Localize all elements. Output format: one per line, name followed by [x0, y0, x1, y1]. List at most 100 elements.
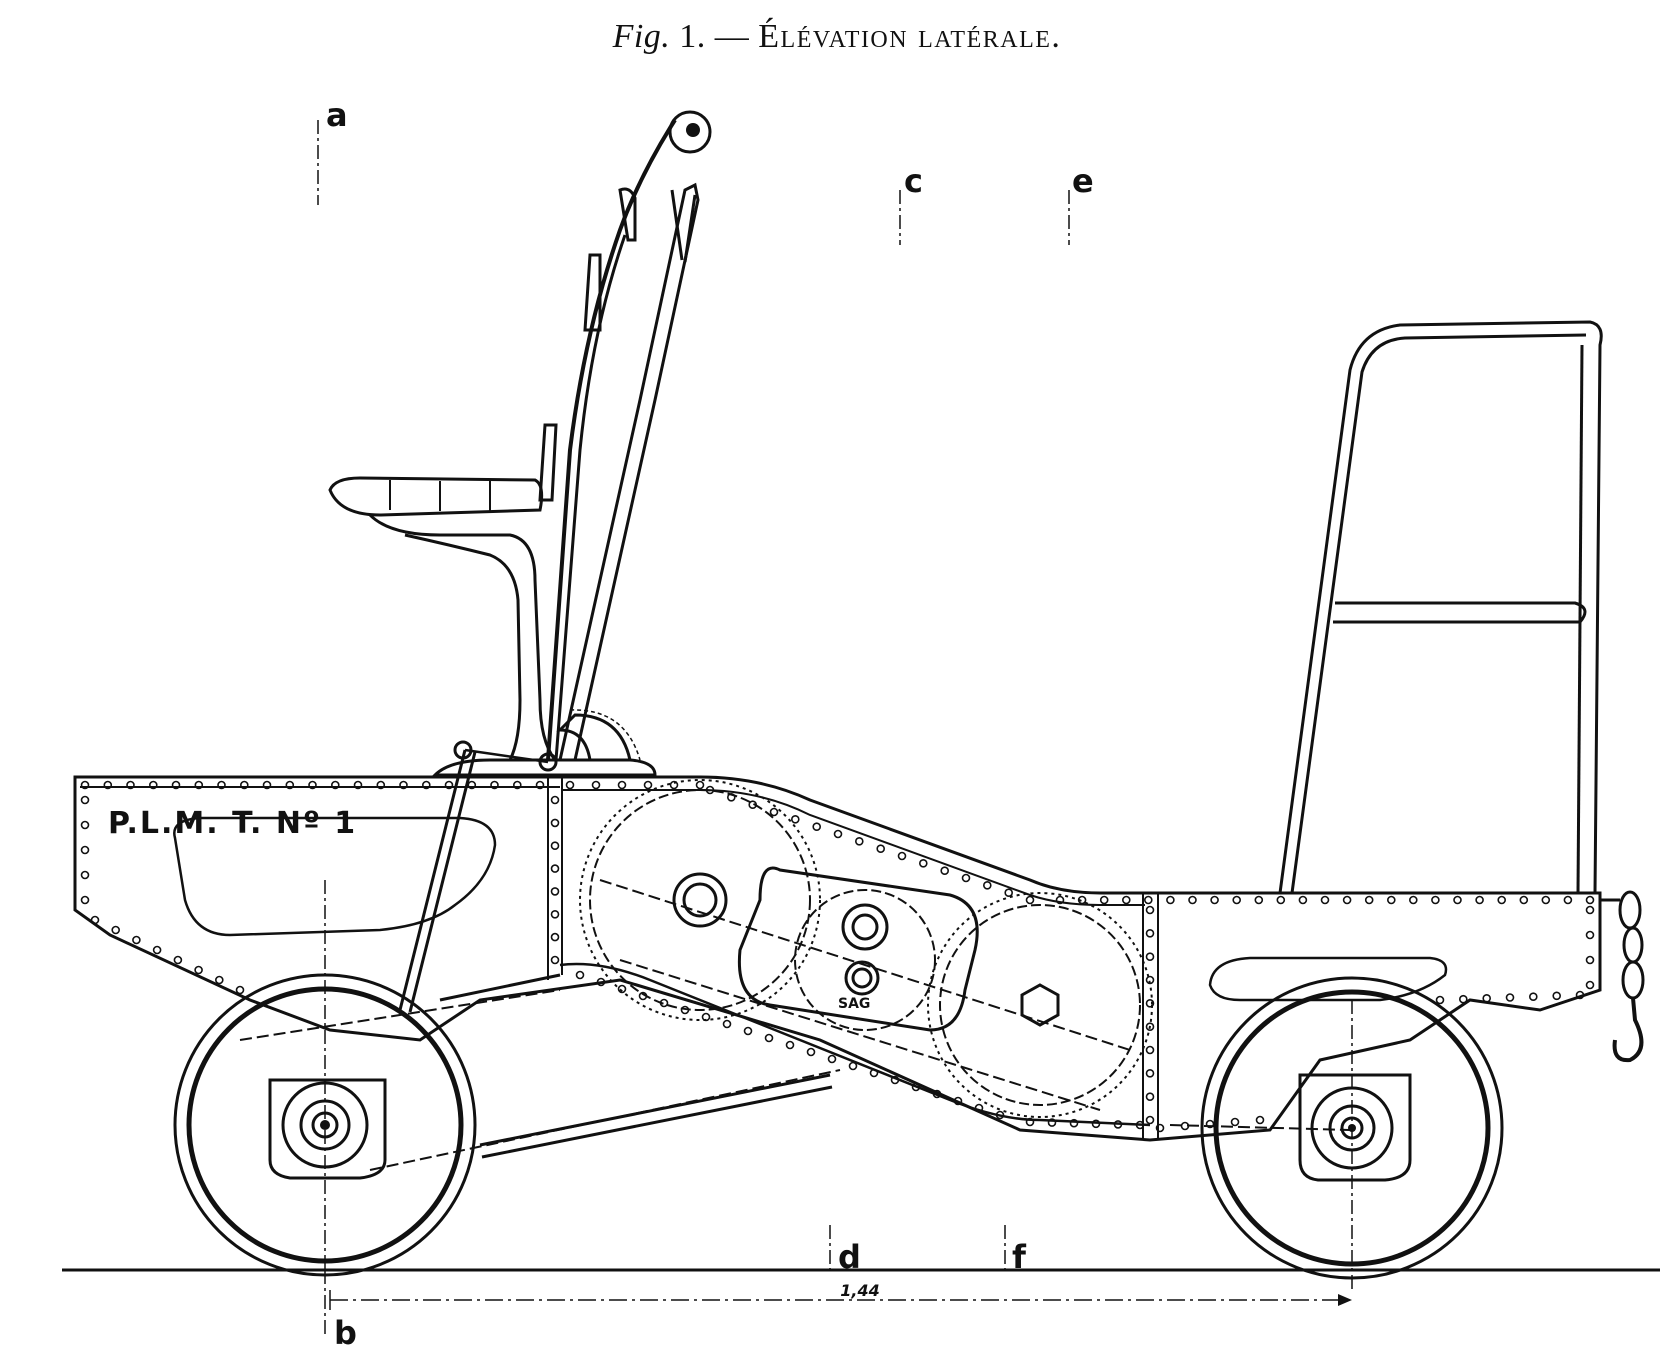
- dimension-label: 1,44: [840, 1281, 879, 1300]
- hand-levers: [398, 110, 712, 1013]
- rivet: [1166, 895, 1175, 905]
- figure-number: 1.: [679, 18, 706, 55]
- rivet: [953, 1096, 963, 1106]
- rivet: [1232, 895, 1241, 905]
- rivet: [617, 984, 627, 994]
- rear-handrail: [1278, 320, 1603, 894]
- rivet: [982, 880, 992, 890]
- rivet: [126, 780, 135, 790]
- rivet: [940, 866, 950, 876]
- rivet: [421, 780, 431, 790]
- rivet: [330, 780, 340, 790]
- rivet: [869, 1068, 879, 1078]
- rivet: [918, 858, 928, 868]
- drive-mechanism: SAG: [579, 779, 1153, 1118]
- rivet: [103, 780, 113, 790]
- rivet: [1099, 895, 1109, 905]
- rivet: [285, 780, 295, 790]
- rivet: [152, 945, 162, 955]
- rivet: [748, 800, 758, 810]
- rivet: [812, 822, 822, 832]
- figure-dash: —: [714, 18, 750, 55]
- rivet: [1409, 895, 1418, 905]
- rivet: [1145, 1045, 1155, 1055]
- rivet: [911, 1082, 921, 1092]
- rivet: [876, 844, 886, 854]
- rivet: [1435, 995, 1445, 1005]
- section-mark-d: d: [838, 1238, 861, 1276]
- rivet: [1459, 994, 1468, 1004]
- rivet: [1145, 1092, 1155, 1101]
- rivet: [1585, 905, 1595, 915]
- rivet: [1210, 895, 1219, 905]
- rivet: [1230, 1117, 1240, 1127]
- rivet: [1145, 975, 1155, 985]
- rivet: [1145, 998, 1155, 1008]
- rivet: [1519, 895, 1529, 905]
- rivet: [111, 925, 120, 935]
- rivet: [467, 780, 477, 790]
- rivet: [1205, 1119, 1215, 1129]
- rivet: [490, 780, 499, 790]
- rivet: [376, 780, 386, 790]
- rivet: [1276, 895, 1286, 905]
- rivet: [550, 818, 560, 828]
- lower-struts: [239, 973, 1351, 1171]
- section-mark-e: e: [1072, 162, 1094, 200]
- rivet: [764, 1033, 774, 1043]
- rivet: [1364, 895, 1374, 905]
- rivet: [1091, 1119, 1101, 1129]
- figure-caption: Fig. 1. — Élévation latérale.: [0, 18, 1674, 56]
- rivet: [638, 991, 648, 1001]
- rivet: [705, 785, 715, 795]
- rivet: [80, 795, 90, 805]
- rivet: [596, 977, 606, 987]
- rivet: [1320, 895, 1330, 905]
- rear-wheel: [1200, 976, 1504, 1290]
- rivet: [80, 870, 90, 880]
- figure-label: Fig.: [612, 18, 671, 55]
- rivet: [1135, 1120, 1145, 1130]
- section-mark-a: a: [326, 96, 348, 134]
- rivet: [80, 820, 90, 830]
- rivet: [550, 795, 560, 805]
- driver-seat: [328, 476, 657, 777]
- rivet: [890, 1075, 900, 1085]
- rivet: [1529, 992, 1538, 1002]
- rivet: [790, 814, 800, 824]
- rivet: [194, 780, 204, 790]
- figure-title: Élévation latérale.: [758, 18, 1062, 55]
- rivet: [90, 915, 100, 925]
- chassis-frame: [73, 775, 1602, 1142]
- rivet: [550, 955, 560, 965]
- rivet: [1145, 952, 1155, 962]
- rivet: [806, 1047, 816, 1057]
- rivet: [848, 1061, 858, 1071]
- rivet: [1475, 895, 1484, 905]
- rivet: [80, 895, 90, 905]
- rivet: [1144, 895, 1153, 905]
- rivet: [1497, 895, 1506, 905]
- rivet: [1563, 895, 1573, 905]
- rivet: [1585, 980, 1595, 990]
- rivet: [1155, 1123, 1165, 1133]
- rivet: [1145, 1069, 1155, 1078]
- rivet: [769, 807, 779, 817]
- rivet: [512, 780, 522, 790]
- rivet: [262, 780, 272, 790]
- rivet: [1047, 1118, 1057, 1127]
- rivet: [659, 998, 669, 1008]
- rivet: [1298, 895, 1308, 905]
- rivet: [575, 970, 585, 980]
- rivet: [785, 1040, 795, 1050]
- rivet: [194, 965, 203, 975]
- tow-hook: [1600, 890, 1645, 1063]
- dimension-line: 1,44: [329, 1281, 1352, 1310]
- rivet: [722, 1019, 732, 1029]
- rivet: [643, 780, 653, 790]
- rivet: [173, 955, 183, 965]
- section-mark-b: b: [334, 1314, 357, 1348]
- rivet: [1180, 1121, 1190, 1131]
- rivet: [833, 829, 843, 839]
- rivet: [149, 780, 158, 790]
